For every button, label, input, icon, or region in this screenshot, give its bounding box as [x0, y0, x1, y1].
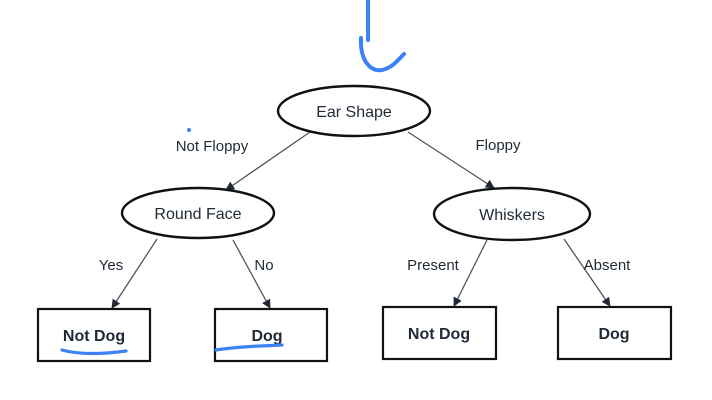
edge-label-present: Present	[407, 257, 460, 274]
edge-round-face-to-leaf2	[232, 239, 271, 309]
pen-underline-leaf2	[214, 343, 284, 352]
leaf-label-3: Not Dog	[408, 326, 470, 343]
edge-round-face-to-leaf1	[111, 238, 158, 309]
pen-annotation-top	[358, 0, 406, 73]
edge-root-to-round-face	[225, 131, 311, 191]
edge-label-not-floppy: Not Floppy	[176, 138, 249, 155]
edge-label-absent: Absent	[584, 257, 632, 274]
whiskers-node-ellipse	[432, 186, 592, 242]
leaf-box-2	[213, 307, 329, 363]
round-face-node-label: Round Face	[154, 206, 241, 223]
edge-label-yes: Yes	[99, 257, 123, 274]
edge-whiskers-to-leaf4	[563, 238, 611, 307]
edge-root-to-whiskers	[407, 131, 495, 189]
root-node-ellipse	[276, 84, 432, 138]
edge-label-floppy: Floppy	[475, 137, 521, 154]
leaf-label-4: Dog	[598, 326, 629, 343]
edge-label-no: No	[254, 257, 273, 274]
pen-underline-leaf1	[60, 348, 128, 356]
leaf-box-4	[556, 305, 673, 361]
whiskers-node-label: Whiskers	[479, 207, 545, 224]
leaf-box-3	[381, 305, 498, 361]
leaf-label-2: Dog	[251, 328, 282, 345]
pen-dot	[187, 128, 191, 132]
leaf-label-1: Not Dog	[63, 328, 125, 345]
edge-whiskers-to-leaf3	[453, 239, 488, 307]
root-node-label: Ear Shape	[316, 104, 392, 121]
round-face-node-ellipse	[120, 186, 276, 240]
